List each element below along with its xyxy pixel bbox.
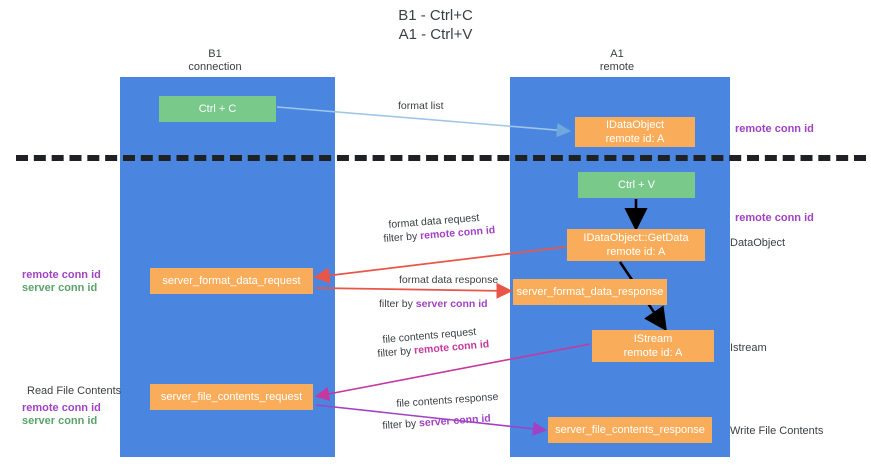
node-server-format-data-response[interactable]: server_format_data_response [513, 279, 667, 305]
title-line-2: A1 - Ctrl+V [398, 26, 473, 43]
node-ctrl-c[interactable]: Ctrl + C [159, 96, 276, 122]
node-ctrl-v[interactable]: Ctrl + V [578, 172, 695, 198]
annotation-left-server-conn-id-2: server conn id [22, 415, 98, 427]
node-ctrl-v-label: Ctrl + V [618, 179, 655, 191]
column-header-a1-name: A1 [610, 48, 624, 60]
edge-label-format-data-response-filter: filter by server conn id [379, 298, 488, 311]
filter-key-2: server conn id [415, 298, 488, 310]
edge-label-file-contents-response: file contents response [396, 390, 499, 410]
annotation-remote-conn-id-top: remote conn id [735, 123, 814, 135]
filter-prefix-1: filter by [383, 230, 421, 245]
node-server-file-contents-request[interactable]: server_file_contents_request [150, 384, 313, 410]
node-istream[interactable]: IStream remote id: A [592, 330, 714, 362]
annotation-left-server-conn-id-1: server conn id [22, 282, 98, 294]
node-istream-line1: IStream [633, 333, 673, 345]
annotation-left-remote-conn-id-2: remote conn id [22, 402, 101, 414]
edge-label-format-data-response: format data response [399, 274, 499, 286]
annotation-read-file-contents: Read File Contents [27, 385, 122, 397]
node-getdata-line2: remote id: A [606, 246, 666, 258]
node-server-format-data-request-label: server_format_data_request [162, 275, 301, 287]
node-idataobject[interactable]: IDataObject remote id: A [575, 117, 695, 147]
column-header-b1-name: B1 [208, 48, 222, 60]
filter-prefix-3: filter by [377, 344, 415, 360]
arrow-format-data-response [315, 282, 513, 299]
filter-key-4: server conn id [418, 412, 492, 430]
node-ctrl-c-label: Ctrl + C [198, 103, 237, 115]
node-istream-line2: remote id: A [623, 347, 683, 359]
diagram-title: B1 - Ctrl+C A1 - Ctrl+V [0, 6, 871, 44]
annotation-dataobject: DataObject [730, 237, 786, 249]
title-line-1: B1 - Ctrl+C [398, 7, 473, 24]
column-header-a1-role: remote [599, 61, 635, 73]
node-idataobject-line2: remote id: A [605, 133, 665, 145]
filter-prefix-4: filter by [382, 417, 420, 432]
edge-label-file-contents-response-filter: filter by server conn id [382, 412, 491, 433]
node-server-format-data-response-label: server_format_data_response [516, 286, 664, 298]
phase-divider [16, 155, 866, 161]
node-getdata-line1: IDataObject::GetData [583, 232, 689, 244]
annotation-remote-conn-id-mid: remote conn id [735, 212, 814, 224]
node-idataobject-line1: IDataObject [605, 119, 665, 131]
node-server-file-contents-response-label: server_file_contents_response [555, 424, 705, 436]
annotation-istream: Istream [730, 342, 767, 354]
column-header-b1: B1 connection [155, 48, 275, 74]
column-header-a1: A1 remote [557, 48, 677, 74]
node-idataobject-getdata[interactable]: IDataObject::GetData remote id: A [567, 229, 705, 261]
filter-prefix-2: filter by [379, 298, 416, 310]
column-header-b1-role: connection [188, 61, 242, 73]
edge-label-format-list: format list [398, 100, 444, 112]
annotation-write-file-contents: Write File Contents [730, 425, 824, 437]
node-server-file-contents-request-label: server_file_contents_request [160, 391, 303, 403]
node-server-file-contents-response[interactable]: server_file_contents_response [548, 417, 712, 443]
node-server-format-data-request[interactable]: server_format_data_request [150, 268, 313, 294]
annotation-left-remote-conn-id-1: remote conn id [22, 269, 101, 281]
